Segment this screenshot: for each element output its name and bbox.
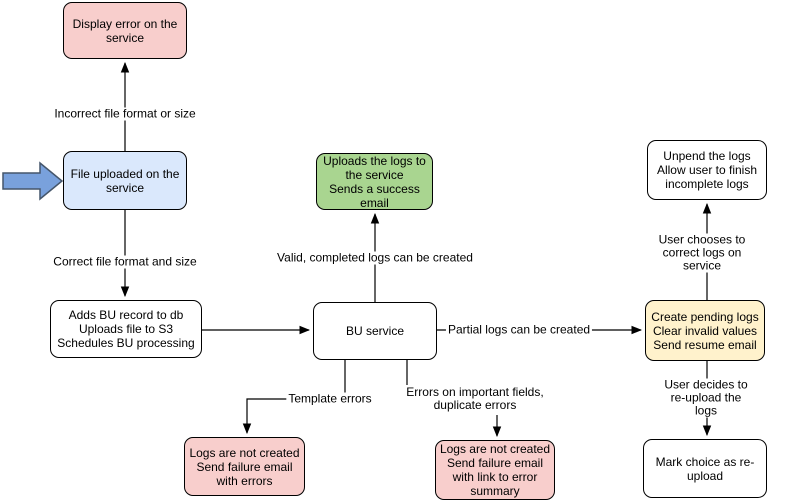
- edge-label-user-reuploads: User decides to re-upload the logs: [658, 378, 754, 418]
- edge-label-partial-logs: Partial logs can be created: [445, 322, 593, 337]
- node-mark-reupload[interactable]: Mark choice as re- upload: [643, 439, 767, 498]
- edge-label-correct-format: Correct file format and size: [51, 254, 199, 269]
- edge-label-important-fields: Errors on important fields, duplicate er…: [404, 385, 546, 412]
- edge-label-valid-logs: Valid, completed logs can be created: [275, 250, 475, 265]
- node-mark-reupload-label: Mark choice as re- upload: [655, 454, 755, 483]
- node-adds-bu-record[interactable]: Adds BU record to db Uploads file to S3 …: [50, 300, 202, 358]
- node-bu-service-label: BU service: [345, 324, 404, 338]
- node-unpend-logs-label: Unpend the logs Allow user to finish inc…: [656, 149, 758, 191]
- edge-label-incorrect-format: Incorrect file format or size: [52, 106, 198, 121]
- entry-arrow-icon[interactable]: [2, 161, 64, 201]
- node-file-uploaded-label: File uploaded on the service: [70, 166, 180, 195]
- edge-label-user-corrects: User chooses to correct logs on service: [652, 233, 752, 273]
- edge-label-template-errors: Template errors: [286, 391, 374, 406]
- node-logs-not-created-errors[interactable]: Logs are not created Send failure email …: [184, 437, 305, 496]
- node-bu-service[interactable]: BU service: [313, 302, 437, 360]
- node-logs-not-created-errors-label: Logs are not created Send failure email …: [189, 445, 300, 488]
- node-display-error[interactable]: Display error on the service: [63, 2, 187, 59]
- node-logs-not-created-summary-label: Logs are not created Send failure email …: [439, 442, 551, 498]
- node-unpend-logs[interactable]: Unpend the logs Allow user to finish inc…: [647, 140, 767, 200]
- node-create-pending-logs-label: Create pending logs Clear invalid values…: [651, 309, 759, 352]
- node-adds-bu-record-label: Adds BU record to db Uploads file to S3 …: [57, 308, 195, 350]
- node-create-pending-logs[interactable]: Create pending logs Clear invalid values…: [645, 300, 765, 361]
- node-display-error-label: Display error on the service: [72, 16, 178, 45]
- node-uploads-logs[interactable]: Uploads the logs to the service Sends a …: [316, 153, 433, 210]
- node-file-uploaded[interactable]: File uploaded on the service: [63, 151, 187, 210]
- node-uploads-logs-label: Uploads the logs to the service Sends a …: [323, 153, 426, 210]
- node-logs-not-created-summary[interactable]: Logs are not created Send failure email …: [435, 440, 555, 500]
